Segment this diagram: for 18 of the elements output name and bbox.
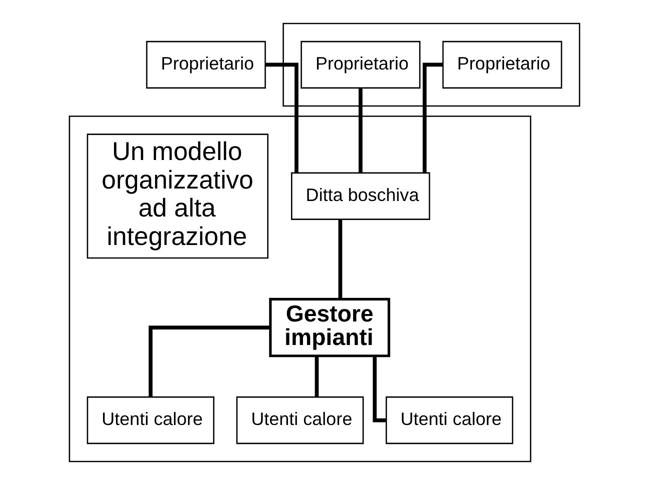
connector <box>264 62 298 173</box>
node-box: Gestore impianti <box>268 298 390 358</box>
cluster <box>68 116 531 462</box>
connector <box>358 88 362 173</box>
node-box: Utenti calore <box>86 396 214 444</box>
cluster <box>282 22 580 107</box>
node-box: Proprietario <box>442 40 562 89</box>
connector <box>338 220 342 299</box>
connector <box>372 356 386 422</box>
connector <box>314 356 318 397</box>
node-box: Proprietario <box>300 40 420 89</box>
node-box: Utenti calore <box>385 396 513 444</box>
node-box: Ditta boschiva <box>290 172 430 220</box>
node-box: Utenti calore <box>236 396 364 444</box>
connector <box>148 326 270 397</box>
node-box: Un modello organizzativo ad alta integrazione <box>86 134 268 259</box>
node-box: Proprietario <box>146 40 266 89</box>
connector <box>422 62 442 173</box>
